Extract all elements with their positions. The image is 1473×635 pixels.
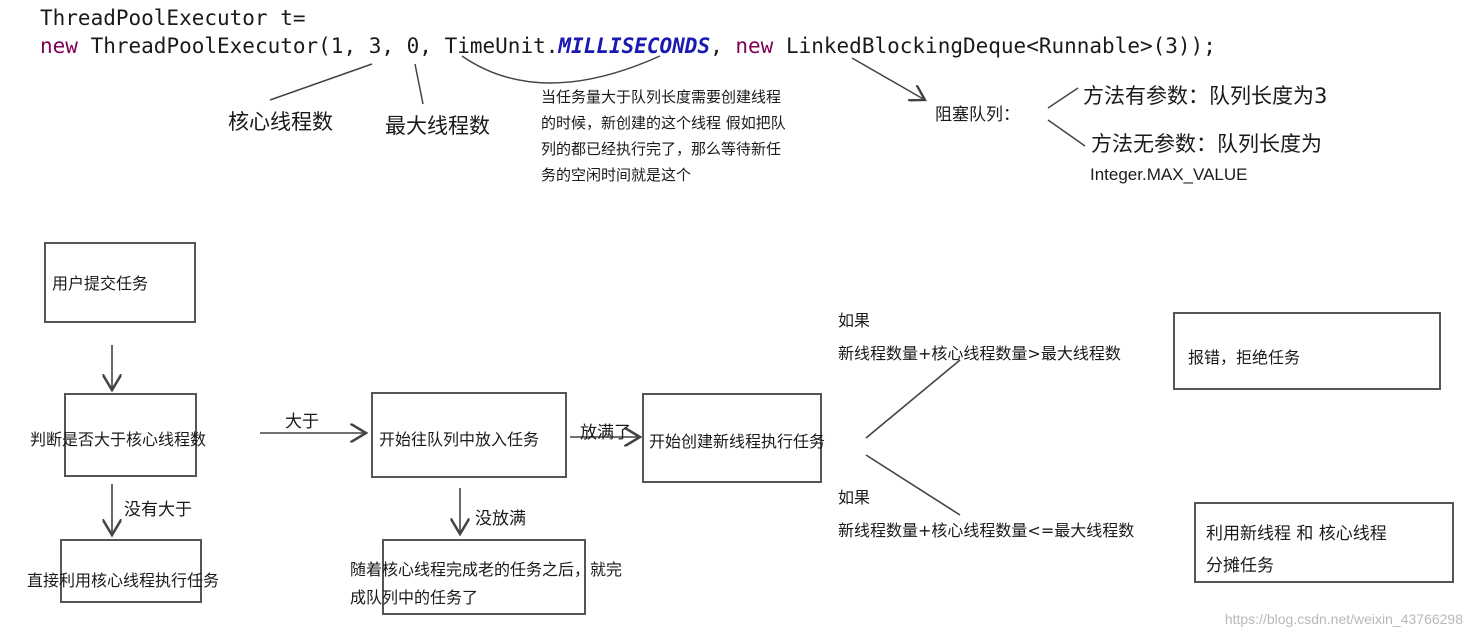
after-core-box <box>382 539 586 615</box>
use-core-box <box>60 539 202 603</box>
enqueue-text: 开始往队列中放入任务 <box>379 430 540 449</box>
judge-text: 判断是否大于核心线程数 <box>30 430 207 449</box>
no-param-value: Integer.MAX_VALUE <box>1090 165 1248 184</box>
share-box <box>1194 502 1454 583</box>
share-text: 利用新线程 和 核心线程 分摊任务 <box>1206 524 1387 576</box>
blocking-queue-label: 阻塞队列： <box>935 105 1020 125</box>
create-new-text: 开始创建新线程执行任务 <box>649 432 826 451</box>
judge-box <box>64 393 197 477</box>
max-threads-label: 最大线程数 <box>385 114 490 138</box>
watermark: https://blog.csdn.net/weixin_43766298 <box>1224 611 1463 627</box>
code-line-1: ThreadPoolExecutor t= <box>40 6 306 30</box>
if-label-2: 如果 <box>838 488 871 507</box>
with-param-label: 方法有参数：队列长度为3 <box>1083 84 1328 108</box>
core-threads-label: 核心线程数 <box>228 110 333 134</box>
cond-le-label: 新线程数量+核心线程数量<=最大线程数 <box>838 521 1135 540</box>
code-line-2: new ThreadPoolExecutor(1, 3, 0, TimeUnit… <box>40 34 1216 58</box>
submit-text: 用户提交任务 <box>52 274 149 293</box>
not-greater-label: 没有大于 <box>124 500 192 520</box>
create-new-box <box>642 393 822 483</box>
submit-box <box>44 242 196 323</box>
not-full-label: 没放满 <box>475 509 526 529</box>
reject-text: 报错，拒绝任务 <box>1188 348 1301 367</box>
enqueue-box <box>371 392 567 478</box>
use-core-text: 直接利用核心线程执行任务 <box>27 571 220 590</box>
reject-box <box>1173 312 1441 390</box>
after-core-text: 随着核心线程完成老的任务之后，就完 成队列中的任务了 <box>350 560 623 607</box>
cond-gt-label: 新线程数量+核心线程数量>最大线程数 <box>838 344 1121 363</box>
full-label: 放满了 <box>580 423 631 443</box>
no-param-label: 方法无参数：队列长度为 <box>1091 132 1322 156</box>
keepalive-note: 当任务量大于队列长度需要创建线程 的时候，新创建的这个线程 假如把队 列的都已经… <box>541 88 786 184</box>
greater-label: 大于 <box>285 412 319 432</box>
if-label-1: 如果 <box>838 311 871 330</box>
